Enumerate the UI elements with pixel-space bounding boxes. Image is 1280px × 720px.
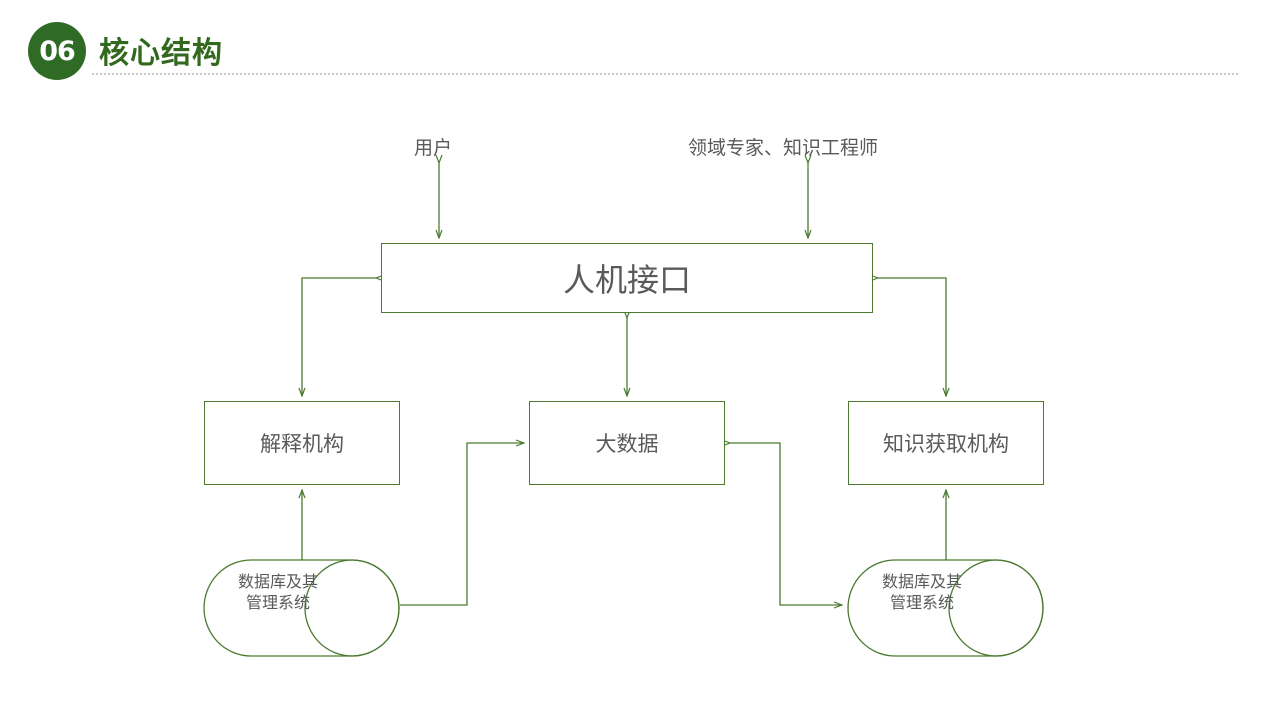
node-knowledge-acquisition[interactable]: 知识获取机构 [848, 401, 1044, 485]
node-explanation-mechanism[interactable]: 解释机构 [204, 401, 400, 485]
cylinder-db-right-shape [847, 559, 1044, 657]
section-number-label: 06 [39, 35, 76, 67]
node-human-machine-interface[interactable]: 人机接口 [381, 243, 873, 313]
cylinder-db-right-line2: 管理系统 [889, 595, 954, 612]
header-divider [92, 73, 1238, 75]
actor-label-expert: 领域专家、知识工程师 [688, 138, 879, 159]
connector-hmi-explain [302, 278, 376, 396]
cylinder-db-right-label: 数据库及其 管理系统 [852, 572, 992, 614]
section-number-badge: 06 [28, 22, 86, 80]
node-big-data[interactable]: 大数据 [529, 401, 725, 485]
actor-label-user: 用户 [414, 138, 453, 159]
slide-header: 06 核心结构 [0, 0, 1280, 90]
connector-bigdata-dbright [730, 443, 842, 605]
cylinder-db-left-line1: 数据库及其 [237, 574, 318, 591]
cylinder-db-left-shape [203, 559, 400, 657]
connector-hmi-knowledge [878, 278, 946, 396]
connector-dbleft-bigdata [400, 443, 524, 606]
page-title: 核心结构 [99, 37, 223, 70]
cylinder-db-right-line1: 数据库及其 [881, 574, 962, 591]
cylinder-db-left-label: 数据库及其 管理系统 [208, 572, 348, 614]
cylinder-db-left-line2: 管理系统 [245, 595, 310, 612]
